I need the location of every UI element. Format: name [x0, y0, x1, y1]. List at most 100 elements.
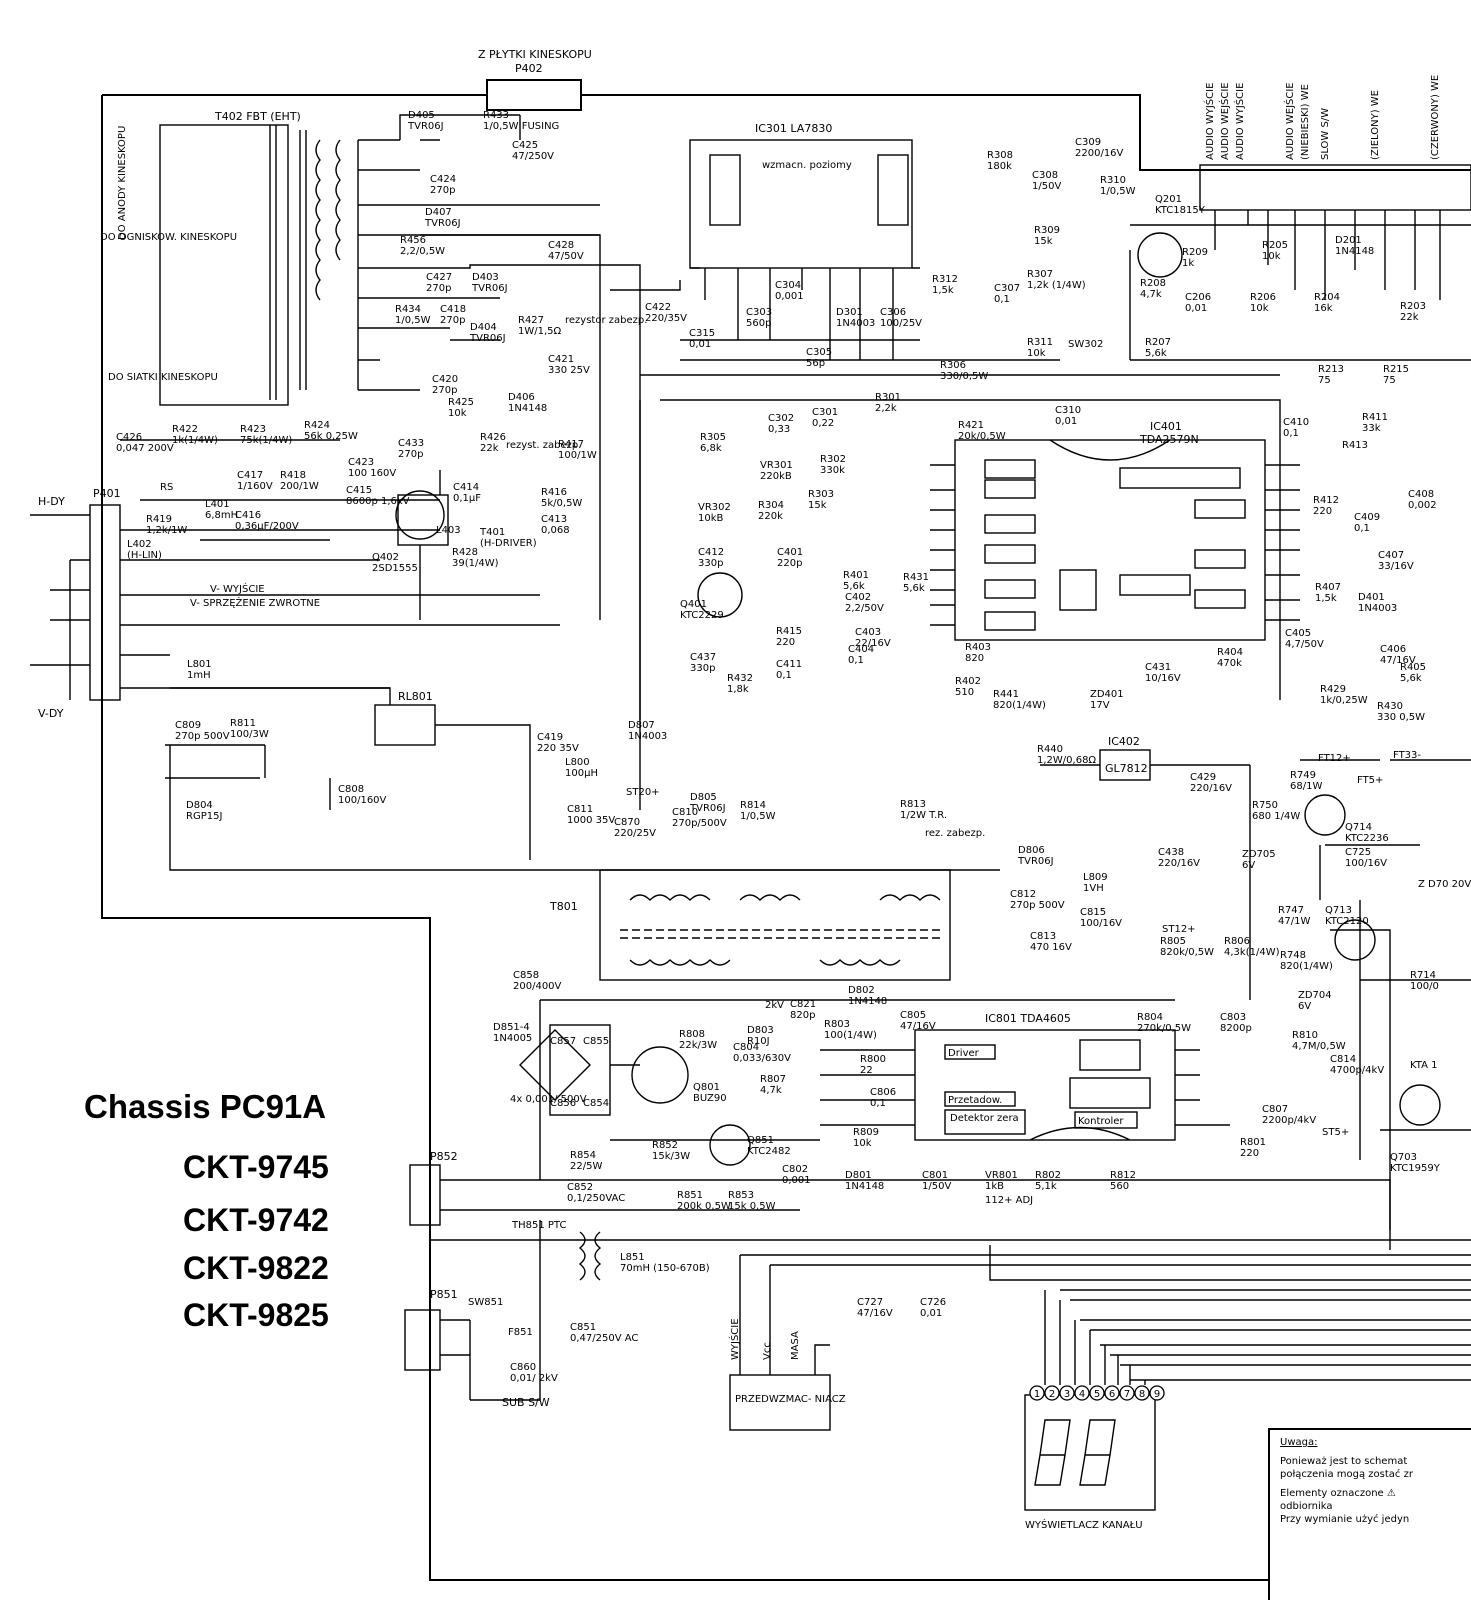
component-label-r402: R402 [955, 676, 981, 687]
component-label-c813: C813 [1030, 931, 1056, 942]
component-label-r433: R433 [483, 110, 509, 121]
component-value-d806: TVR06J [1017, 856, 1054, 867]
component-label-r432: R432 [727, 673, 753, 684]
component-value-d8514: 1N4005 [493, 1033, 532, 1044]
component-value-q714: KTC2236 [1345, 833, 1389, 844]
component-value-c427: 270p [426, 283, 451, 294]
ic402-type-label: GL7812 [1105, 762, 1148, 775]
component-label-r401: R401 [843, 570, 869, 581]
svg-text:7: 7 [1124, 1389, 1130, 1400]
component-label-c421: C421 [548, 354, 574, 365]
t402-label: T402 FBT (EHT) [214, 110, 301, 123]
component-label-r419: R419 [146, 514, 172, 525]
component-value-c852: 0,1/250VAC [567, 1193, 625, 1204]
display-pin-8: 8 [1134, 1385, 1150, 1401]
component-label-r305: R305 [700, 432, 726, 443]
component-label-ft5: FT5+ [1357, 775, 1383, 786]
p851-label: P851 [430, 1288, 458, 1301]
sub-sw-label: SUB S/W [502, 1396, 550, 1409]
frame-wire [102, 94, 1471, 171]
wyswietlacz-label: WYŚWIETLACZ KANAŁU [1025, 1518, 1143, 1531]
component-value-c419: 220 35V [537, 743, 579, 754]
component-label-r403: R403 [965, 642, 991, 653]
component-label-c438: C438 [1158, 847, 1184, 858]
twokv-label: 2kV [765, 1000, 784, 1011]
component-label-c301: C301 [812, 407, 838, 418]
component-label-c804: C804 [733, 1042, 759, 1053]
component-label-r440: R440 [1037, 744, 1063, 755]
component-value-c307: 0,1 [994, 294, 1010, 305]
component-value-c404: 0,1 [848, 655, 864, 666]
rezyst-zabezp-label: rezyst. zabezp. [506, 440, 581, 451]
component-label-r213: R213 [1318, 364, 1344, 375]
component-label-c726: C726 [920, 1297, 946, 1308]
component-value-r852: 15k/3W [652, 1151, 690, 1162]
component-label-c303: C303 [746, 307, 772, 318]
component-value-d405: TVR06J [407, 121, 444, 132]
component-label-c870: C870 [614, 817, 640, 828]
component-value-r434: 1/0,5W [395, 315, 431, 326]
component-value-r207: 5,6k [1145, 348, 1167, 359]
component-label-st12: ST12+ [1162, 924, 1196, 935]
component-label-r423: R423 [240, 424, 266, 435]
component-value-r301: 2,2k [875, 403, 897, 414]
component-value-r404: 470k [1217, 658, 1242, 669]
component-value-r411: 33k [1362, 423, 1381, 434]
component-value-c408: 0,002 [1408, 500, 1437, 511]
component-label-r434: R434 [395, 304, 421, 315]
t801-label: T801 [549, 900, 578, 913]
component-value-r428: 39(1/4W) [452, 558, 499, 569]
component-label-c809: C809 [175, 720, 201, 731]
right-header-6: SLOW S/W [1320, 108, 1331, 160]
component-value-q801: BUZ90 [693, 1093, 727, 1104]
component-value-r431: 5,6k [903, 583, 925, 594]
masa-label: MASA [790, 1331, 801, 1360]
component-label-r851: R851 [677, 1190, 703, 1201]
component-label-d403: D403 [472, 272, 499, 283]
component-value-c409: 0,1 [1354, 523, 1370, 534]
component-label-r405: R405 [1400, 662, 1426, 673]
component-value-r440: 1,2W/0,68Ω [1037, 755, 1096, 766]
component-value-c304: 0,001 [775, 291, 804, 302]
p402-connector [486, 79, 582, 111]
component-value-c804: 0,033/630V [733, 1053, 791, 1064]
component-value-c424: 270p [430, 185, 455, 196]
svg-text:6: 6 [1109, 1389, 1115, 1400]
component-label-c406: C406 [1380, 644, 1406, 655]
component-value-c726: 0,01 [920, 1308, 942, 1319]
component-value-c821: 820p [790, 1010, 815, 1021]
component-label-c814: C814 [1330, 1054, 1356, 1065]
wyjscie-label: WYJŚCIE [728, 1318, 741, 1360]
component-label-c803: C803 [1220, 1012, 1246, 1023]
component-value-r215: 75 [1383, 375, 1396, 386]
component-label-l401: L401 [205, 499, 230, 510]
chassis-title: Chassis PC91A [84, 1088, 327, 1125]
component-label-r421: R421 [958, 420, 984, 431]
component-value-d403: TVR06J [471, 283, 508, 294]
component-value-c851: 0,47/250V AC [570, 1333, 638, 1344]
component-value-c206: 0,01 [1185, 303, 1207, 314]
component-label-d8514: D851-4 [493, 1022, 530, 1033]
component-label-r302: R302 [820, 454, 846, 465]
right-header-8: (CZERWONY) WE [1430, 75, 1441, 160]
right-header-4: AUDIO WEJŚCIE [1283, 82, 1296, 160]
component-label-r804: R804 [1137, 1012, 1163, 1023]
component-label-c410: C410 [1283, 417, 1309, 428]
component-label-vr301: VR301 [760, 460, 793, 471]
component-label-l402: L402 [127, 539, 152, 550]
vcc-label: Vcc [762, 1342, 773, 1360]
component-value-c413: 0,068 [541, 525, 570, 536]
component-value-c421: 330 25V [548, 365, 590, 376]
ckt-model-2: CKT-9742 [183, 1202, 329, 1238]
p402-label: P402 [515, 62, 543, 75]
component-value-c807: 2200p/4kV [1262, 1115, 1316, 1126]
component-label-c851: C851 [570, 1322, 596, 1333]
component-label-c857: C857 [550, 1036, 576, 1047]
component-value-r853: 15k 0,5W [728, 1201, 776, 1212]
component-value-r208: 4,7k [1140, 289, 1162, 300]
component-value-r456: 2,2/0,5W [400, 246, 445, 257]
right-header-2: AUDIO WEJŚCIE [1218, 82, 1231, 160]
component-value-c727: 47/16V [857, 1308, 893, 1319]
component-label-r205: R205 [1262, 240, 1288, 251]
